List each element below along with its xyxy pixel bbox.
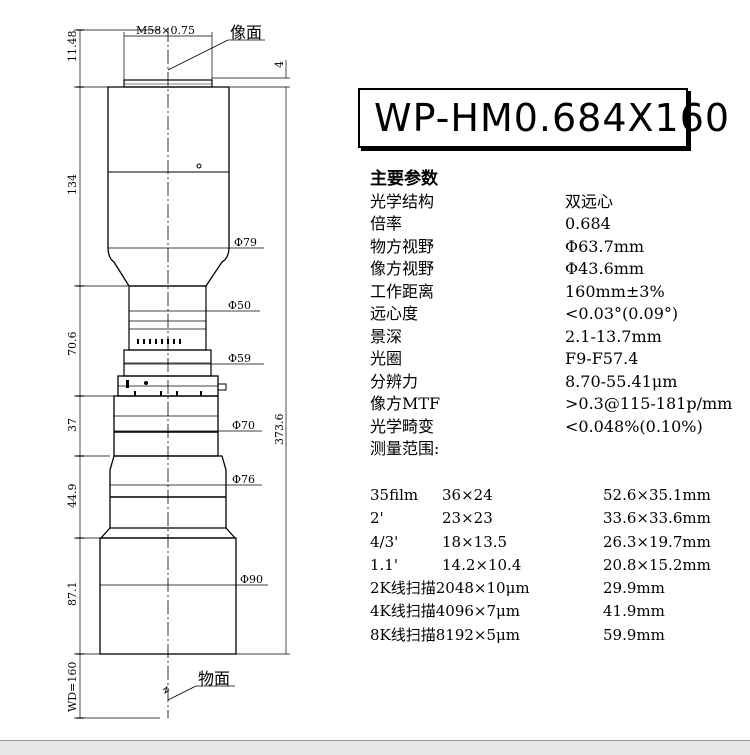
dim-373-6: 373.6 — [273, 414, 286, 446]
dia-50: Φ50 — [228, 299, 251, 312]
image-plane-label: 像面 — [230, 23, 262, 42]
dia-79: Φ79 — [234, 236, 257, 249]
sensor-row: 4/3' 18×13.5 26.3×19.7mm — [370, 531, 740, 554]
dia-59: Φ59 — [228, 352, 251, 365]
param-row: 远心度 <0.03°(0.09°) — [370, 303, 678, 326]
sensor-size: 14.2×10.4 — [442, 555, 522, 574]
sensor-fov: 29.9mm — [603, 579, 665, 598]
param-key: 景深 — [370, 326, 403, 346]
param-key: 物方视野 — [370, 236, 435, 256]
param-value: >0.3@115-181p/mm — [565, 394, 733, 413]
sensor-row: 1.1' 14.2×10.4 20.8×15.2mm — [370, 554, 740, 577]
dia-76: Φ76 — [232, 473, 255, 486]
param-key: 光圈 — [370, 349, 403, 368]
params-heading: 主要参数 — [370, 169, 438, 189]
model-title: WP-HM0.684X160 — [374, 96, 731, 140]
param-row: 测量范围: — [370, 438, 440, 461]
param-row: 光学结构 双远心 — [370, 191, 613, 214]
sensor-row: 35film 36×24 52.6×35.1mm — [370, 484, 740, 507]
sensor-row: 2' 23×23 33.6×33.6mm — [370, 507, 740, 530]
sensor-format: 35film — [370, 486, 419, 504]
param-value: 8.70-55.41μm — [565, 371, 678, 391]
sensor-fov: 41.9mm — [603, 602, 665, 621]
param-value: <0.048%(0.10%) — [565, 416, 703, 436]
sensor-format: 2' — [370, 509, 384, 528]
param-value: <0.03°(0.09°) — [565, 304, 679, 323]
dim-11-48: 11.48 — [66, 31, 79, 63]
dim-87-1: 87.1 — [66, 582, 79, 607]
param-key: 光学结构 — [370, 191, 435, 211]
sensor-format: 8K线扫描8192×5μm — [370, 625, 521, 644]
param-value: Φ63.7mm — [565, 236, 645, 256]
sensor-format: 2K线扫描2048×10μm — [370, 579, 530, 598]
object-plane-label: 物面 — [198, 669, 230, 688]
dim-37: 37 — [66, 418, 79, 432]
dim-134: 134 — [66, 174, 79, 195]
sensor-fov: 20.8×15.2mm — [603, 555, 711, 574]
sensor-size: 23×23 — [442, 509, 493, 528]
param-key: 倍率 — [370, 214, 403, 233]
sensor-row: 2K线扫描2048×10μm 29.9mm — [370, 577, 740, 600]
param-value: 0.684 — [565, 214, 611, 233]
sensor-fov: 33.6×33.6mm — [603, 509, 711, 528]
thread-label: M58×0.75 — [136, 24, 195, 37]
params-block: 主要参数 光学结构 双远心 倍率 0.684 物方视野 Φ63.7mm 像方视野 Φ43… — [370, 168, 732, 461]
sensor-fov: 59.9mm — [603, 625, 665, 644]
param-key: 工作距离 — [370, 281, 435, 301]
param-row: 像方MTF >0.3@115-181p/mm — [370, 393, 732, 416]
model-title-box: WP-HM0.684X160 — [358, 88, 729, 148]
param-row: 景深 2.1-13.7mm — [370, 326, 662, 349]
param-key: 测量范围: — [370, 439, 440, 458]
param-row: 像方视野 Φ43.6mm — [370, 258, 644, 281]
param-value: Φ43.6mm — [565, 259, 645, 278]
sensor-row: 4K线扫描4096×7μm 41.9mm — [370, 600, 740, 623]
dim-70-6: 70.6 — [66, 332, 79, 357]
bottom-bar — [0, 740, 750, 755]
param-key: 光学畸变 — [370, 416, 435, 436]
param-value: 双远心 — [565, 191, 614, 211]
param-key: 远心度 — [370, 304, 419, 323]
param-value: 160mm±3% — [565, 281, 665, 301]
param-row: 工作距离 160mm±3% — [370, 281, 665, 304]
param-value: 2.1-13.7mm — [565, 326, 662, 346]
dim-wd: WD=160 — [66, 662, 79, 712]
param-key: 像方MTF — [370, 394, 441, 413]
sensor-format: 4/3' — [370, 532, 399, 551]
section-70 — [113, 395, 219, 457]
front-barrel — [99, 537, 237, 655]
sensor-row: 8K线扫描8192×5μm 59.9mm — [370, 624, 740, 647]
param-row: 分辨力 8.70-55.41μm — [370, 371, 677, 394]
sensor-format: 1.1' — [370, 555, 398, 574]
param-key: 像方视野 — [370, 259, 435, 278]
dia-90: Φ90 — [240, 573, 263, 586]
dim-4: 4 — [273, 61, 286, 68]
param-key: 分辨力 — [370, 371, 419, 391]
param-row: 光圈 F9-F57.4 — [370, 348, 638, 371]
sensor-fov: 26.3×19.7mm — [603, 532, 711, 551]
param-row: 倍率 0.684 — [370, 213, 611, 236]
dim-44-9: 44.9 — [66, 484, 79, 509]
sensor-fov: 52.6×35.1mm — [603, 486, 711, 504]
upper-barrel — [107, 86, 230, 287]
param-row: 物方视野 Φ63.7mm — [370, 236, 644, 259]
param-value: F9-F57.4 — [565, 349, 639, 368]
sensor-size: 18×13.5 — [442, 532, 508, 551]
sensor-table: 35film 36×24 52.6×35.1mm 2' 23×23 33.6×33.6m… — [370, 484, 740, 647]
sensor-format: 4K线扫描4096×7μm — [370, 602, 521, 621]
dia-70: Φ70 — [232, 419, 255, 432]
param-row: 光学畸变 <0.048%(0.10%) — [370, 416, 703, 439]
sensor-size: 36×24 — [442, 486, 493, 504]
